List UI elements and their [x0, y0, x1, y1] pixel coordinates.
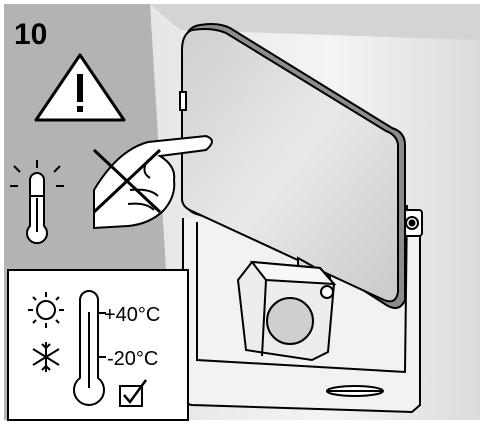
- warning-triangle-icon: [34, 53, 126, 122]
- thermometer-icon: [73, 290, 106, 406]
- checkbox-checked-icon: [119, 379, 148, 407]
- max-temperature-label: +40°C: [104, 304, 160, 326]
- min-temperature-label: -20°C: [107, 348, 158, 370]
- no-touch-hand-icon: [92, 134, 213, 230]
- floodlight-housing: [179, 23, 406, 309]
- temperature-range-box: +40°C -20°C: [7, 269, 189, 421]
- hot-thermometer-icon: [10, 160, 64, 245]
- step-number: 10: [14, 18, 47, 51]
- snowflake-icon: [32, 342, 60, 372]
- motion-sensor: [236, 256, 337, 362]
- sun-icon: [28, 292, 64, 328]
